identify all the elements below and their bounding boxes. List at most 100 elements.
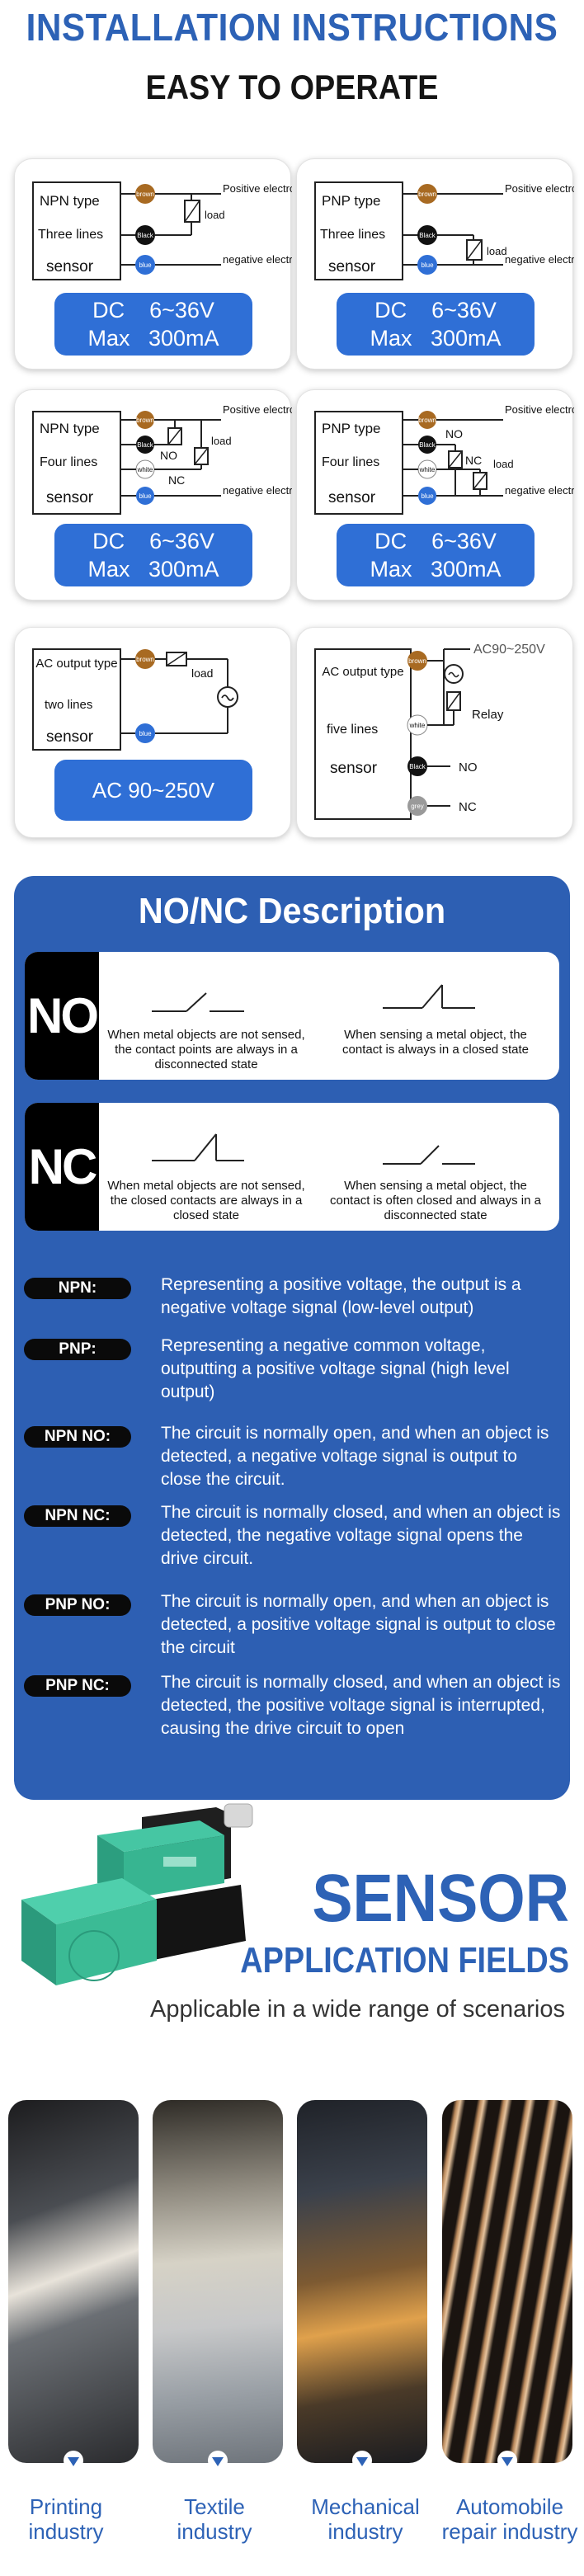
- nc-label: NC: [168, 473, 185, 487]
- definition-text: Representing a negative common voltage, …: [161, 1336, 510, 1401]
- nc-badge: NC: [25, 1103, 99, 1231]
- spec-voltage: DC 6~36V: [92, 298, 214, 323]
- wire-white-label: white: [419, 466, 436, 473]
- wire-brown-label: brown: [408, 657, 426, 665]
- spec-box: AC 90~250V: [54, 760, 252, 821]
- type-label: AC output type: [35, 657, 117, 671]
- spec-voltage: DC 6~36V: [374, 529, 497, 553]
- ac-voltage-label: AC90~250V: [473, 643, 545, 657]
- nc-card: NC When metal objects are not sensed, th…: [25, 1103, 559, 1231]
- nonc-title: NO/NC Description: [138, 891, 446, 931]
- wiring-diagram: NPN type Three lines sensor brown Black …: [32, 181, 292, 280]
- wiring-diagram: PNP type Four lines sensor brown Black w…: [314, 403, 574, 515]
- printing-industry-label: Printing industry: [28, 2494, 104, 2544]
- positive-electrode-label: Positive electrode: [223, 403, 292, 416]
- definition-label: NPN NO:: [24, 1426, 131, 1448]
- location-marker-icon: [497, 2451, 517, 2470]
- wire-brown-label: brown: [136, 417, 154, 424]
- wiring-card-npn-three: NPN type Three lines sensor brown Black …: [14, 158, 292, 370]
- wire-black-label: Black: [137, 441, 154, 449]
- no-card: NO When metal objects are not sensed, th…: [25, 952, 559, 1080]
- wire-black-label: Black: [137, 232, 154, 239]
- negative-electrode-label: negative electrode: [223, 484, 292, 497]
- wiring-card-npn-four: NPN type Four lines sensor brown Black w…: [14, 389, 292, 600]
- wiring-diagram: PNP type Three lines sensor brown Black …: [314, 181, 574, 280]
- application-note: Applicable in a wide range of scenarios: [150, 1996, 565, 2023]
- sensor-label: sensor: [330, 760, 378, 777]
- nc-open-contact-icon: [383, 1145, 475, 1165]
- automobile-industry-photo: [442, 2100, 572, 2463]
- spec-box: DC 6~36V Max 300mA: [54, 293, 252, 356]
- no-left-caption: When metal objects are not sensed, the c…: [107, 1028, 305, 1071]
- wiring-diagram: AC output type two lines sensor brown bl…: [32, 648, 238, 751]
- load-label: load: [493, 458, 514, 470]
- spec-voltage: DC 6~36V: [92, 529, 214, 553]
- wire-brown-label: brown: [136, 656, 154, 663]
- lines-label: five lines: [327, 723, 378, 737]
- definition-label: PNP:: [24, 1339, 131, 1360]
- definition-label: NPN NC:: [24, 1505, 131, 1527]
- negative-electrode-label: negative electrode: [505, 484, 574, 497]
- sensor-label: sensor: [328, 258, 376, 275]
- type-label: NPN type: [40, 193, 100, 209]
- definition-text: The circuit is normally open, and when a…: [161, 1592, 556, 1657]
- printing-industry-photo: [8, 2100, 139, 2463]
- wiring-card-ac-five: AC output type five lines sensor brown w…: [296, 627, 573, 838]
- wire-black-label: Black: [419, 232, 436, 239]
- lines-label: two lines: [45, 698, 92, 712]
- wire-brown-label: brown: [418, 191, 436, 198]
- sensor-label: sensor: [46, 728, 94, 746]
- mechanical-industry-label: Mechanical industry: [311, 2494, 420, 2544]
- nc-left-caption: When metal objects are not sensed, the c…: [107, 1179, 305, 1222]
- mechanical-industry-photo: [297, 2100, 427, 2463]
- nc-label: NC: [459, 800, 477, 814]
- type-label: PNP type: [322, 421, 381, 436]
- sensor-label: sensor: [46, 258, 94, 275]
- sensor-label: sensor: [328, 489, 376, 506]
- definition-text: Representing a positive voltage, the out…: [161, 1275, 521, 1317]
- spec-box: DC 6~36V Max 300mA: [54, 524, 252, 586]
- type-label: AC output type: [322, 665, 403, 679]
- sensor-label: sensor: [46, 489, 94, 506]
- lines-label: Four lines: [40, 455, 97, 469]
- location-marker-icon: [64, 2451, 83, 2470]
- wiring-diagram: AC output type five lines sensor brown w…: [314, 643, 545, 820]
- wire-blue-label: blue: [139, 730, 152, 737]
- spec-current: Max 300mA: [370, 557, 502, 582]
- lines-label: Four lines: [322, 455, 379, 469]
- no-label: NO: [160, 449, 177, 462]
- page-subtitle: EASY TO OPERATE: [145, 68, 439, 106]
- spec-box: DC 6~36V Max 300mA: [337, 293, 535, 356]
- nc-right-caption: When sensing a metal object, the contact…: [330, 1179, 541, 1222]
- load-label: load: [487, 245, 507, 257]
- nc-closed-contact-icon: [152, 1133, 244, 1161]
- application-title: SENSOR: [312, 1861, 569, 1936]
- no-badge: NO: [25, 952, 99, 1080]
- no-label: NO: [459, 761, 478, 775]
- location-marker-icon: [352, 2451, 372, 2470]
- wiring-card-ac-two: AC output type two lines sensor brown bl…: [14, 627, 291, 838]
- no-right-caption: When sensing a metal object, the contact…: [342, 1028, 529, 1057]
- wire-blue-label: blue: [421, 261, 434, 269]
- nonc-description-panel: NO/NC Description NO When metal objects …: [14, 876, 570, 1800]
- wiring-card-pnp-four: PNP type Four lines sensor brown Black w…: [296, 389, 574, 600]
- definition-text: The circuit is normally closed, and when…: [161, 1503, 561, 1568]
- application-subtitle: APPLICATION FIELDS: [240, 1940, 569, 1980]
- wiring-card-pnp-three: PNP type Three lines sensor brown Black …: [296, 158, 574, 370]
- spec-current: Max 300mA: [87, 326, 219, 351]
- no-open-contact-icon: [152, 992, 244, 1012]
- relay-label: Relay: [472, 708, 504, 722]
- wire-black-label: Black: [409, 763, 426, 770]
- wire-blue-label: blue: [139, 261, 152, 269]
- sensor-product-image: [21, 1803, 253, 1985]
- spec-box: DC 6~36V Max 300mA: [337, 524, 535, 586]
- load-label: load: [211, 435, 232, 447]
- page-title: INSTALLATION INSTRUCTIONS: [26, 6, 558, 49]
- no-closed-contact-icon: [383, 984, 475, 1009]
- type-label: PNP type: [322, 193, 381, 209]
- definition-text: The circuit is normally open, and when a…: [161, 1424, 549, 1489]
- no-label: NO: [445, 427, 463, 440]
- definition-text: The circuit is normally closed, and when…: [161, 1673, 561, 1738]
- positive-electrode-label: Positive electrode: [223, 182, 292, 195]
